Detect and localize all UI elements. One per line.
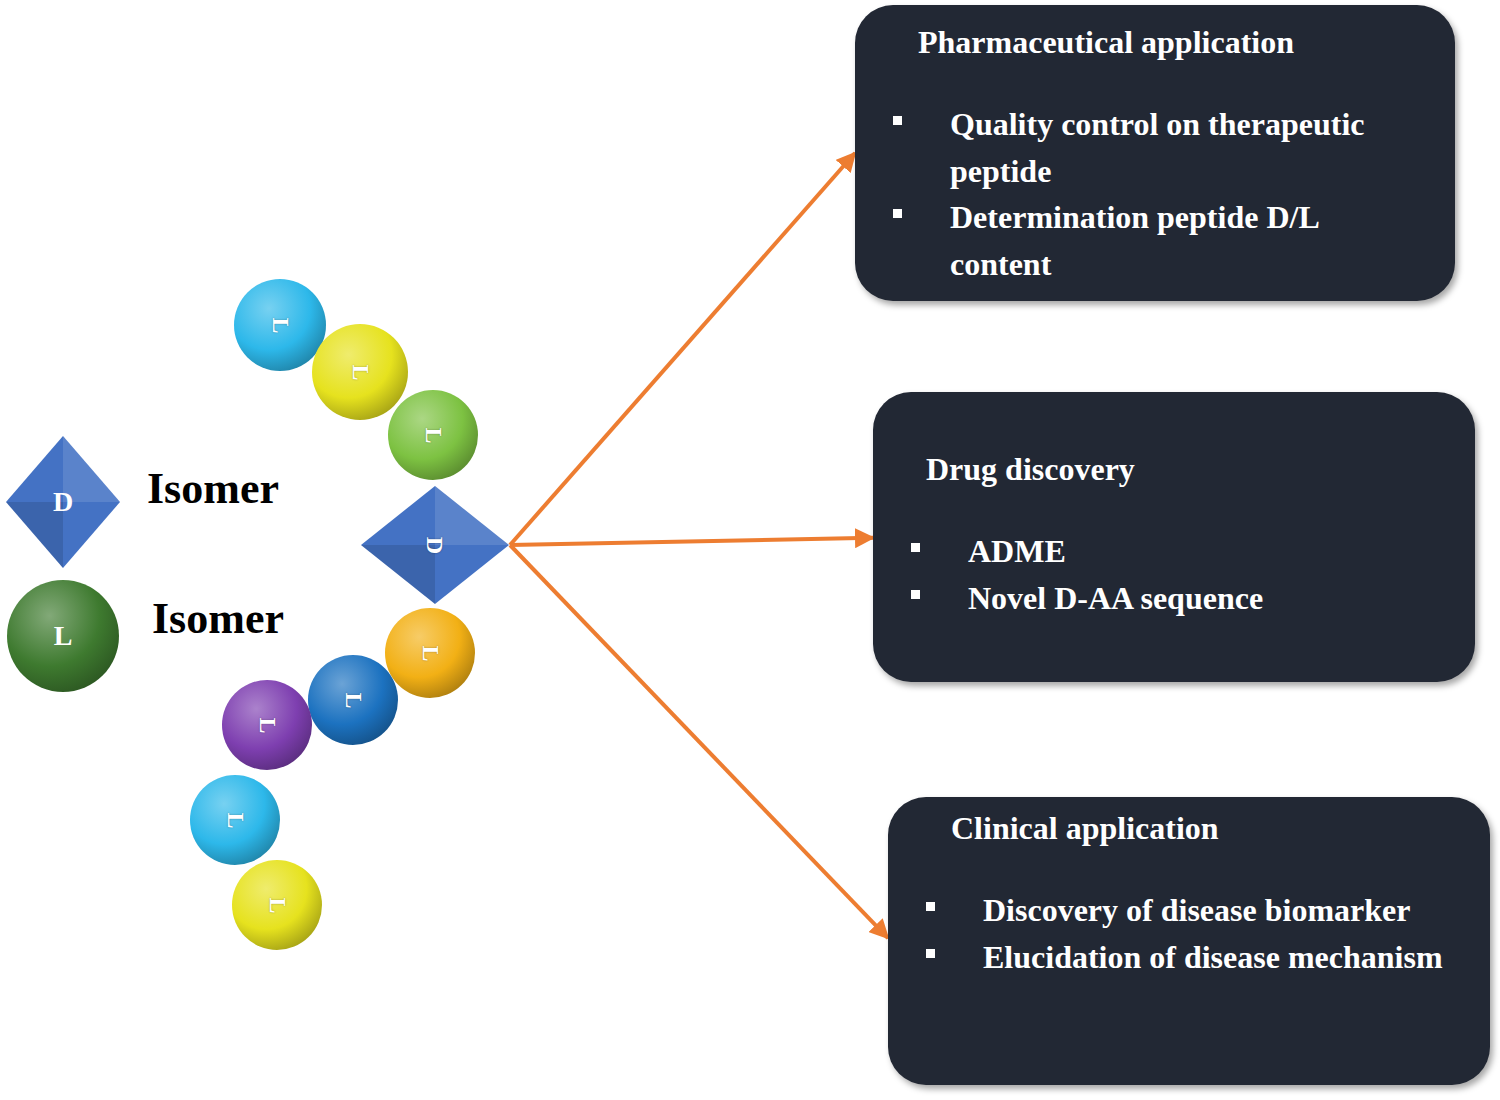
circle-outline (308, 655, 398, 745)
isomer-letter: L (339, 692, 366, 708)
application-box: Clinical applicationDiscovery of disease… (888, 797, 1490, 1085)
l-isomer-circle: L (233, 278, 327, 372)
circle-outline (388, 390, 478, 480)
l-isomer-circle: L (221, 679, 313, 771)
legend-label: Isomer (152, 593, 284, 644)
l-isomer-circle: L (311, 323, 409, 421)
l-isomer-circle: LIsomer (6, 579, 120, 693)
d-isomer-diamond: DIsomer (5, 435, 121, 569)
legend-label: Isomer (147, 463, 279, 514)
bullet-item: Determination peptide D/L content (950, 194, 1425, 287)
bullet-square (911, 590, 920, 599)
bullet-item: Novel D-AA sequence (968, 575, 1445, 621)
l-isomer-circle: L (384, 607, 476, 699)
bullet-square (926, 949, 935, 958)
d-isomer-diamond: D (360, 485, 510, 605)
bullet-square (893, 209, 902, 218)
isomer-letter: L (266, 317, 293, 333)
isomer-letter: D (53, 486, 73, 518)
circle-outline (312, 324, 408, 420)
diamond-facet (361, 545, 435, 604)
bullet-square (911, 543, 920, 552)
l-isomer-circle: L (307, 654, 399, 746)
bullet-text: ADME (968, 533, 1066, 569)
application-box: Pharmaceutical applicationQuality contro… (855, 5, 1455, 301)
bullet-item: Quality control on therapeutic peptide (950, 101, 1425, 194)
bullet-text: Quality control on therapeutic peptide (950, 106, 1365, 188)
circle-outline (7, 580, 119, 692)
arrow-connector (510, 538, 873, 545)
bullet-item: Elucidation of disease mechanism (983, 934, 1460, 980)
isomer-letter: L (346, 364, 373, 380)
bullet-text: Elucidation of disease mechanism (983, 939, 1443, 975)
diamond-facet (435, 486, 509, 545)
isomer-letter: L (263, 897, 290, 913)
isomer-letter: D (422, 536, 449, 553)
bullet-item: ADME (968, 528, 1445, 574)
bullet-text: Determination peptide D/L content (950, 199, 1318, 281)
circle-outline (222, 680, 312, 770)
bullet-text: Novel D-AA sequence (968, 580, 1263, 616)
bullet-text: Discovery of disease biomarker (983, 892, 1410, 928)
diamond-outline (361, 486, 509, 604)
l-isomer-circle: L (231, 859, 323, 951)
isomer-letter: L (253, 717, 280, 733)
isomer-letter: L (419, 427, 446, 443)
arrow-connector (510, 545, 888, 938)
box-heading: Drug discovery (926, 450, 1455, 488)
box-heading: Clinical application (951, 809, 1470, 847)
circle-outline (190, 775, 280, 865)
application-box: Drug discoveryADME Novel D-AA sequence (873, 392, 1475, 682)
arrow-connector (510, 153, 855, 545)
bullet-square (893, 116, 902, 125)
circle-outline (232, 860, 322, 950)
circle-outline (234, 279, 326, 371)
l-isomer-circle: L (189, 774, 281, 866)
isomer-letter: L (221, 812, 248, 828)
bullet-square (926, 902, 935, 911)
l-isomer-circle: L (387, 389, 479, 481)
circle-outline (385, 608, 475, 698)
isomer-letter: L (54, 620, 73, 652)
box-heading: Pharmaceutical application (918, 23, 1435, 61)
diamond-outline (6, 436, 120, 568)
isomer-letter: L (416, 645, 443, 661)
bullet-item: Discovery of disease biomarker (983, 887, 1460, 933)
